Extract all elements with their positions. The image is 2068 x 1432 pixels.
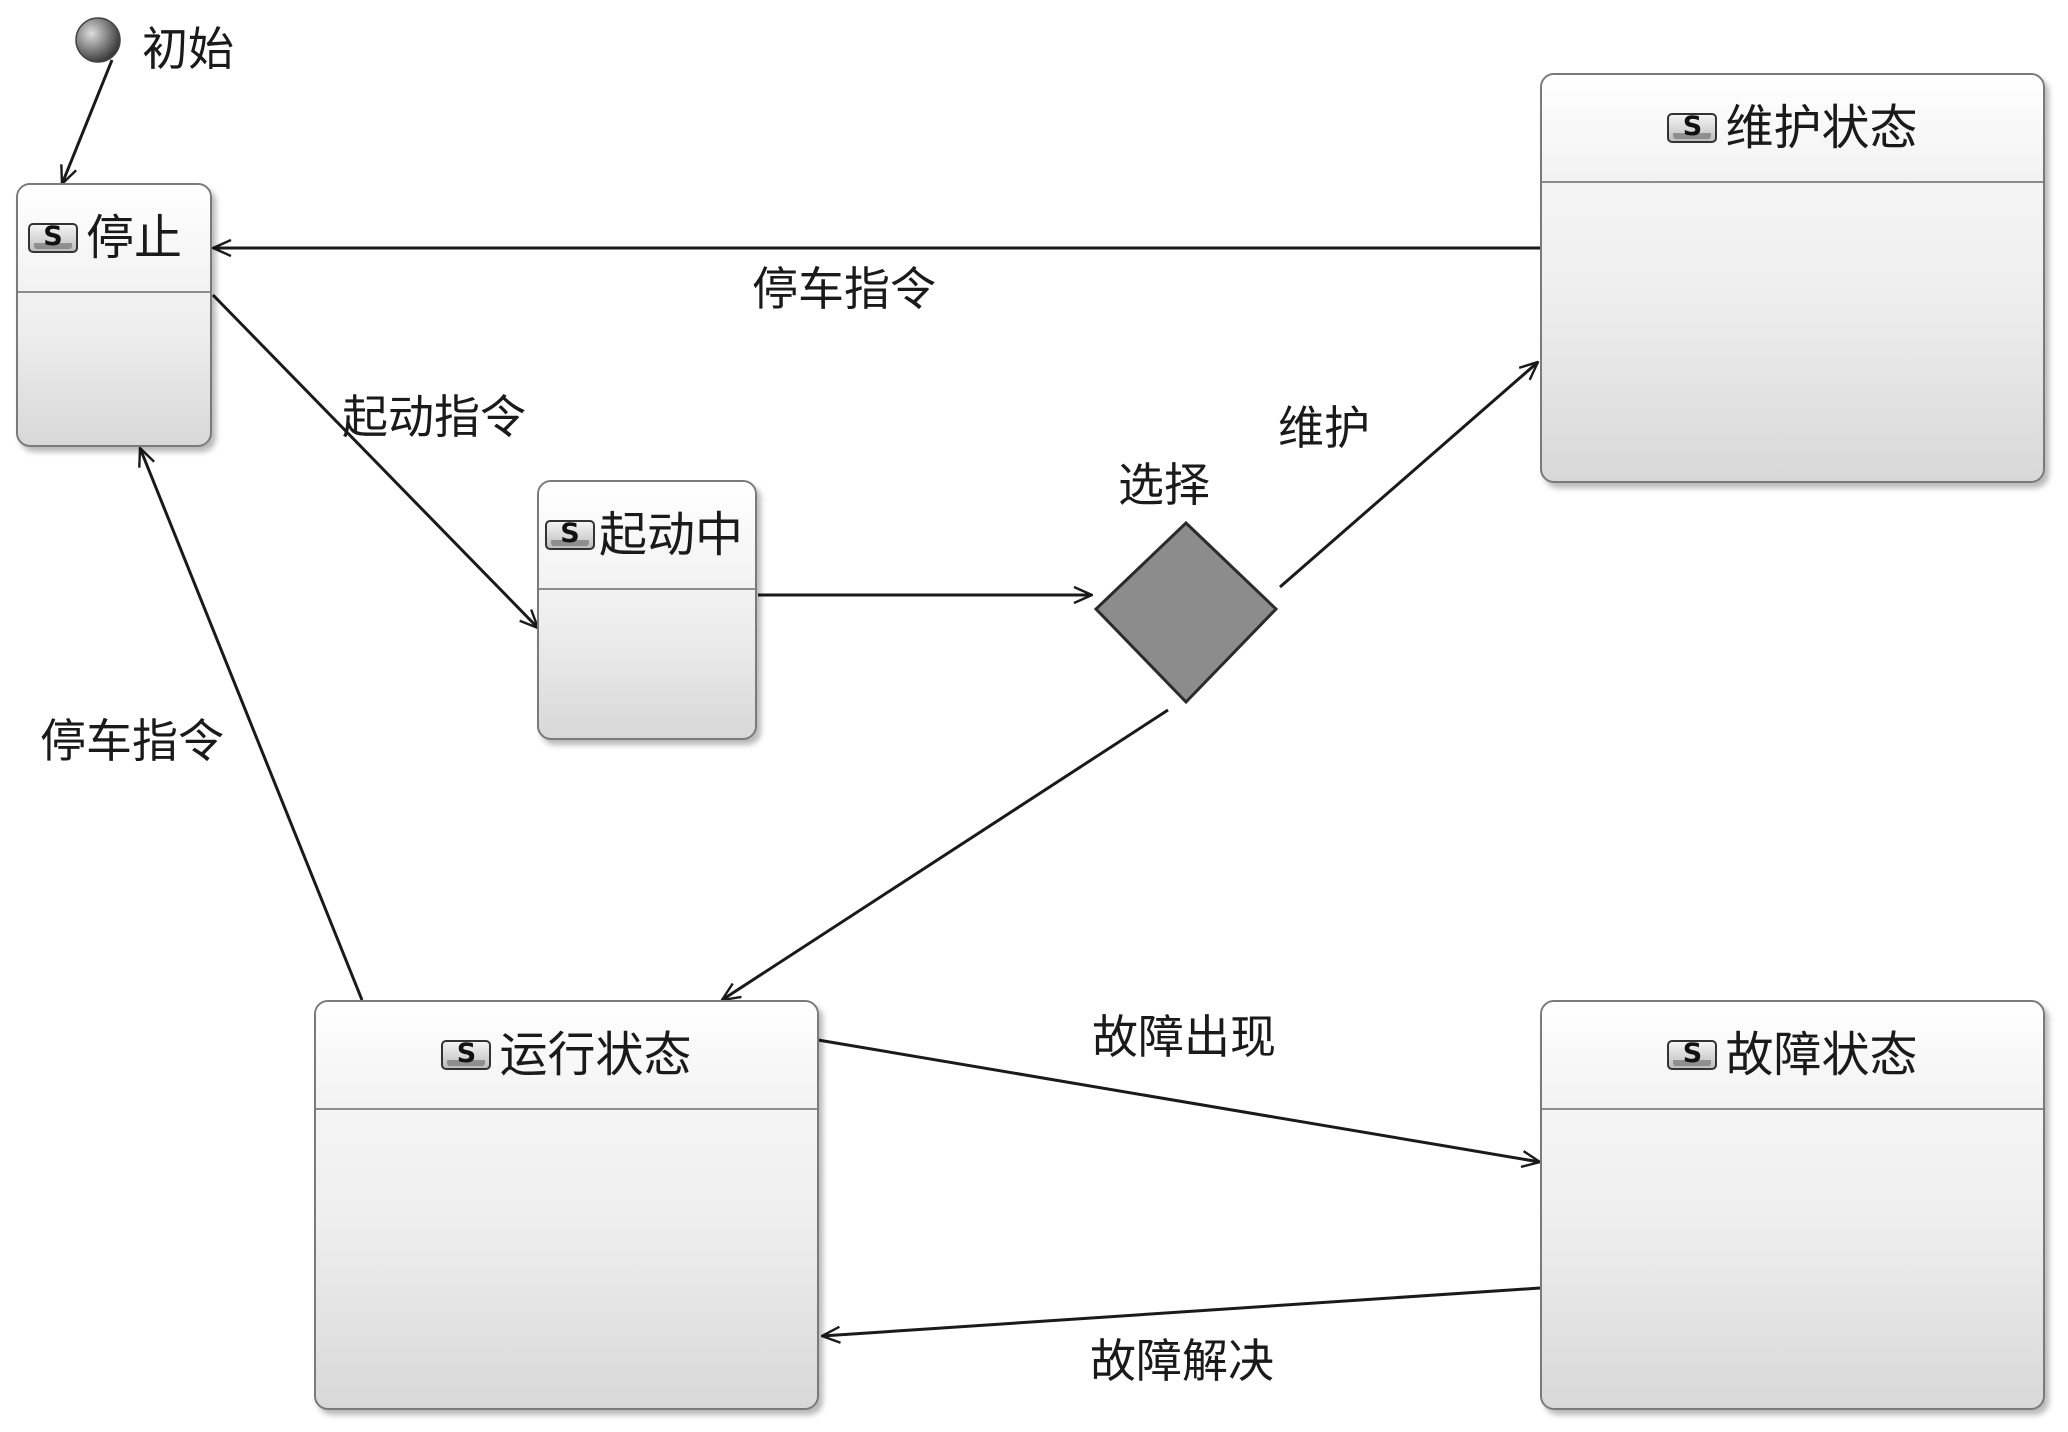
stop-to-starting-arrow bbox=[211, 293, 538, 628]
choice-label: 选择 bbox=[1118, 458, 1210, 512]
transition-label-running-to-fault: 故障出现 bbox=[1092, 1010, 1276, 1064]
state-fault-name: 故障状态 bbox=[1725, 1027, 1918, 1083]
running-to-fault-arrow bbox=[817, 1038, 1540, 1162]
running-to-stop-arrow bbox=[140, 448, 364, 1001]
state-starting-header: S 起动中 bbox=[539, 482, 755, 590]
state-running-header: S 运行状态 bbox=[316, 1002, 817, 1110]
state-stereotype-icon: S bbox=[28, 221, 78, 253]
state-starting[interactable]: S 起动中 bbox=[537, 480, 757, 740]
choice-to-running-arrow bbox=[722, 708, 1169, 1000]
transition-label-maintenance-to-stop: 停车指令 bbox=[752, 262, 936, 316]
fault-to-running-arrow bbox=[822, 1286, 1541, 1336]
state-stereotype-icon: S bbox=[1667, 1038, 1718, 1070]
state-stop[interactable]: S 停止 bbox=[16, 183, 212, 447]
initial-node bbox=[75, 17, 121, 63]
state-stereotype-icon: S bbox=[545, 518, 595, 550]
transition-label-fault-to-running: 故障解决 bbox=[1090, 1334, 1274, 1388]
initial-transition-arrow bbox=[62, 59, 114, 184]
state-stop-header: S 停止 bbox=[18, 185, 210, 293]
state-maintenance-header: S 维护状态 bbox=[1542, 75, 2043, 183]
state-fault[interactable]: S 故障状态 bbox=[1540, 1000, 2045, 1410]
transition-label-stop-to-starting: 起动指令 bbox=[342, 390, 526, 444]
state-stop-name: 停止 bbox=[86, 210, 183, 266]
state-stereotype-icon: S bbox=[1667, 111, 1718, 143]
state-fault-header: S 故障状态 bbox=[1542, 1002, 2043, 1110]
choice-diamond bbox=[1093, 520, 1279, 705]
state-stereotype-icon: S bbox=[441, 1038, 492, 1070]
initial-label: 初始 bbox=[142, 22, 234, 76]
state-starting-name: 起动中 bbox=[599, 507, 744, 563]
choice-to-maintenance-arrow bbox=[1279, 362, 1538, 589]
transition-label-running-to-stop: 停车指令 bbox=[40, 714, 224, 768]
transition-label-choice-to-maintenance: 维护 bbox=[1278, 401, 1370, 455]
state-maintenance-name: 维护状态 bbox=[1725, 100, 1918, 156]
state-running[interactable]: S 运行状态 bbox=[314, 1000, 819, 1410]
state-maintenance[interactable]: S 维护状态 bbox=[1540, 73, 2045, 483]
state-running-name: 运行状态 bbox=[499, 1027, 692, 1083]
